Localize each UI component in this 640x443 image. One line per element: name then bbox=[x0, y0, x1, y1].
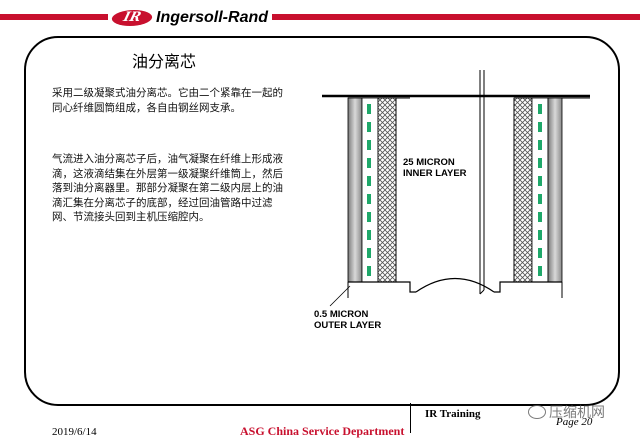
right-green-stripes bbox=[538, 104, 542, 276]
footer-department: ASG China Service Department bbox=[240, 424, 405, 438]
outer-layer-label: 0.5 MICRON OUTER LAYER bbox=[314, 309, 381, 331]
outer-layer-text: OUTER LAYER bbox=[314, 320, 382, 331]
left-green-stripes bbox=[367, 104, 371, 276]
brand-logo: IR Ingersoll-Rand bbox=[108, 8, 273, 28]
separator-cross-section-diagram bbox=[322, 70, 590, 307]
brand-name: Ingersoll-Rand bbox=[156, 9, 269, 26]
footer-page-number: Page 20 bbox=[556, 416, 593, 428]
outer-micron-text: 0.5 MICRON bbox=[314, 309, 369, 320]
inner-micron-text: 25 MICRON bbox=[403, 157, 455, 168]
wechat-icon bbox=[528, 405, 546, 419]
outer-label-pointer bbox=[329, 285, 351, 307]
footer-training: IR Training bbox=[425, 408, 481, 420]
paragraph-structure: 采用二级凝聚式油分离芯。它由二个紧靠在一起的同心纤维圆筒组成，各自由钢丝网支承。 bbox=[52, 87, 283, 114]
watermark: 压缩机网 bbox=[528, 402, 605, 422]
footer-divider bbox=[410, 403, 411, 433]
footer-date: 2019/6/14 bbox=[52, 426, 97, 438]
ir-logo-icon: IR bbox=[109, 10, 155, 26]
bottom-dome bbox=[415, 277, 495, 293]
header-red-bar bbox=[0, 14, 640, 20]
watermark-text: 压缩机网 bbox=[549, 405, 605, 421]
inner-layer-text: INNER LAYER bbox=[403, 168, 467, 179]
bottom-base-right bbox=[494, 281, 562, 293]
right-inner-mesh bbox=[513, 97, 533, 283]
inner-layer-label: 25 MICRON INNER LAYER bbox=[403, 157, 467, 179]
left-inner-mesh bbox=[377, 97, 397, 283]
bottom-base-left bbox=[348, 281, 416, 293]
paragraph-process: 气流进入油分离芯子后，油气凝聚在纤维上形成液滴，这液滴结集在外层第一级凝聚纤维筒… bbox=[52, 153, 283, 223]
slide-title: 油分离芯 bbox=[132, 52, 197, 71]
slide-header: IR Ingersoll-Rand bbox=[0, 0, 640, 40]
right-outer-wall bbox=[547, 97, 563, 283]
left-outer-wall bbox=[347, 97, 363, 283]
slide-frame bbox=[24, 36, 620, 406]
scavenge-tube-tip bbox=[479, 289, 485, 295]
